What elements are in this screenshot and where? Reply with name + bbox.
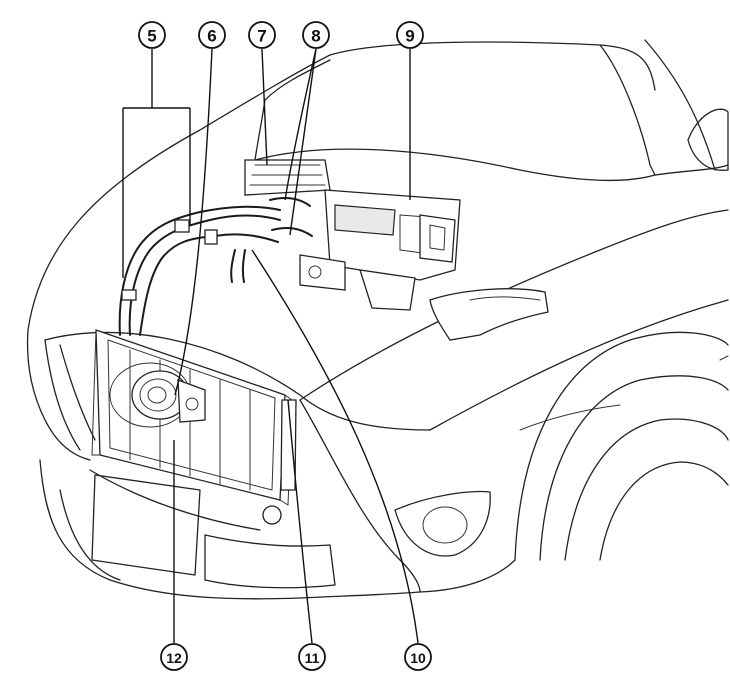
refrigerant-pipes xyxy=(118,197,313,336)
callout-9-label: 9 xyxy=(405,27,414,46)
callout-7: 7 xyxy=(248,21,276,49)
callout-8: 8 xyxy=(302,21,330,49)
callout-11-label: 11 xyxy=(305,650,320,666)
callout-5: 5 xyxy=(138,21,166,49)
callout-6: 6 xyxy=(198,21,226,49)
callout-12: 12 xyxy=(160,643,188,671)
condenser xyxy=(91,329,297,525)
callout-9: 9 xyxy=(396,21,424,49)
compressor xyxy=(131,370,206,423)
callout-12-label: 12 xyxy=(166,650,182,666)
ac-unit xyxy=(244,159,549,341)
callout-5-label: 5 xyxy=(147,27,156,46)
callout-6-label: 6 xyxy=(207,27,216,46)
callout-8-label: 8 xyxy=(311,27,320,46)
callout-10-label: 10 xyxy=(410,650,426,666)
callout-10: 10 xyxy=(404,643,432,671)
vehicle-body xyxy=(26,39,729,600)
callout-11: 11 xyxy=(298,643,326,671)
leader-lines xyxy=(122,48,419,644)
callout-7-label: 7 xyxy=(257,27,266,46)
